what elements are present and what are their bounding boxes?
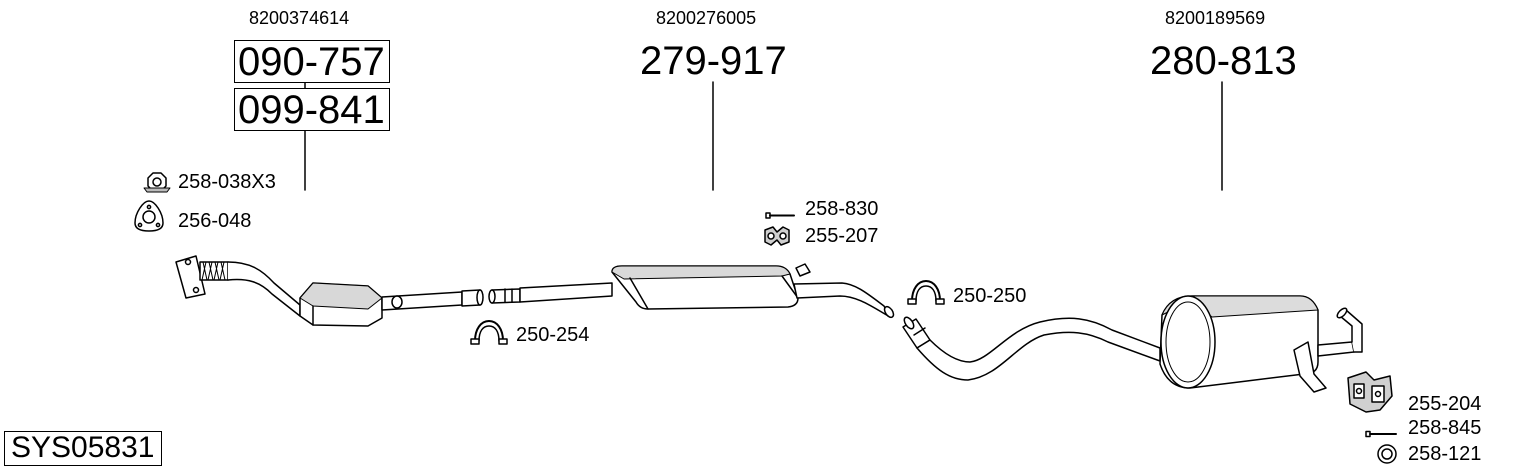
fitting-label[interactable]: 258-038X3 (178, 171, 276, 193)
oem-number: 8200189569 (1165, 8, 1266, 28)
part-number[interactable]: 099-841 (234, 88, 390, 131)
fitting-label[interactable]: 258-830 (805, 198, 879, 220)
bolt-icon (1365, 430, 1397, 438)
part-number[interactable]: 279-917 (640, 39, 787, 83)
middle-silencer-part (488, 263, 895, 319)
rear-silencer-part (902, 295, 1363, 393)
part-number[interactable]: 280-813 (1150, 39, 1297, 83)
hanger-icon (1347, 371, 1393, 413)
fitting-label[interactable]: 255-204 (1408, 393, 1482, 415)
hanger-icon (764, 226, 790, 246)
bolt-icon (765, 212, 795, 219)
fitting-label[interactable]: 258-845 (1408, 417, 1482, 439)
clamp-icon (907, 280, 945, 305)
clamp-icon (470, 320, 508, 345)
gasket-icon (134, 200, 164, 232)
nut-icon (143, 172, 171, 193)
front-pipe-catalyst-part (175, 255, 484, 327)
fitting-label[interactable]: 255-207 (805, 225, 879, 247)
oem-number: 8200276005 (656, 8, 757, 28)
fitting-label[interactable]: 250-250 (953, 285, 1027, 307)
ring-icon (1377, 444, 1397, 464)
part-number[interactable]: 090-757 (234, 40, 390, 83)
fitting-label[interactable]: 256-048 (178, 210, 252, 232)
leader-lines (304, 79, 1223, 191)
fitting-label[interactable]: 250-254 (516, 324, 590, 346)
system-code: SYS05831 (4, 431, 163, 466)
fitting-label[interactable]: 258-121 (1408, 443, 1482, 465)
oem-number: 8200374614 (249, 8, 350, 28)
